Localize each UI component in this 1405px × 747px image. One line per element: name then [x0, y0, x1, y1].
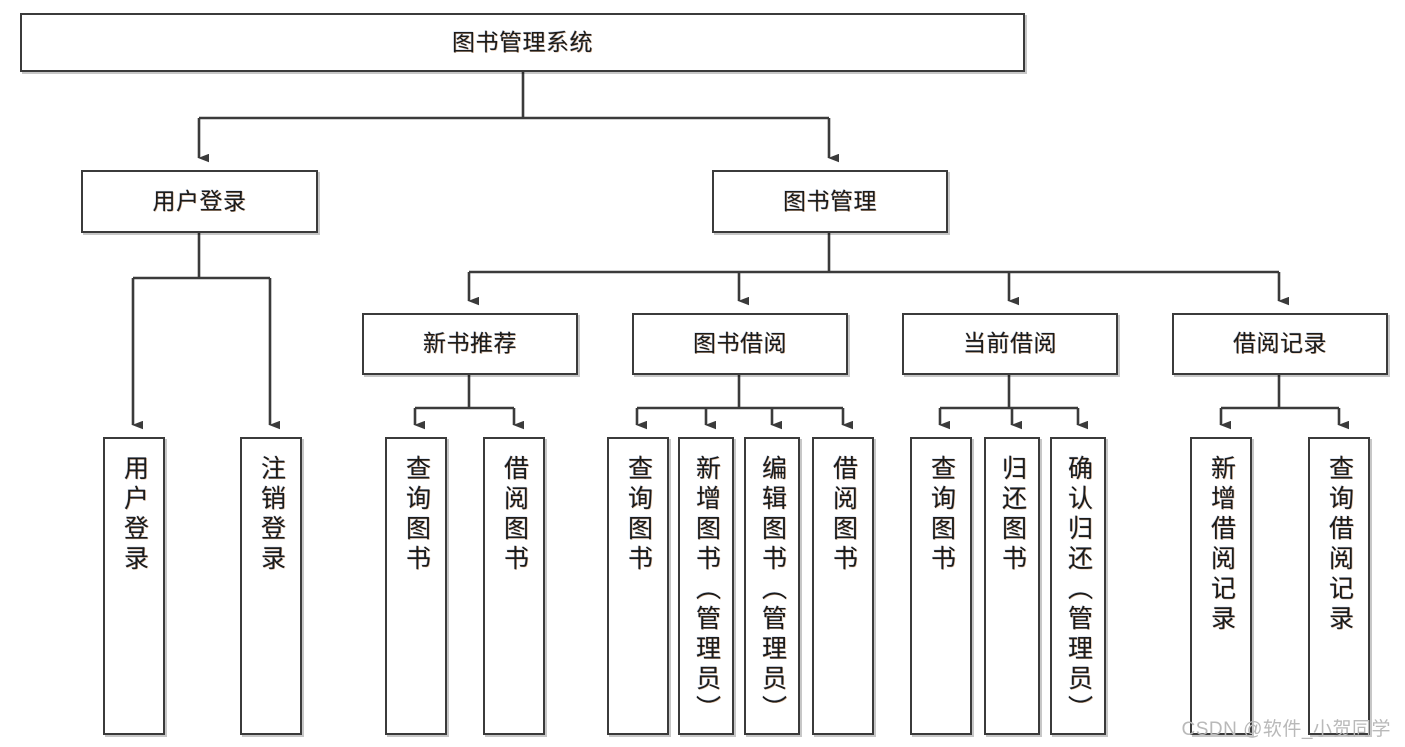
node-current-borrow[interactable]: 当前借阅 — [902, 313, 1118, 375]
node-root-label: 图书管理系统 — [452, 28, 593, 55]
node-leaf-query-record-label: 查询借阅记录 — [1325, 455, 1354, 635]
node-new-book-recommend-label: 新书推荐 — [423, 330, 517, 357]
node-leaf-borrow-book-2-label: 借阅图书 — [829, 455, 858, 575]
node-user-login-label: 用户登录 — [152, 187, 247, 214]
node-leaf-add-record[interactable]: 新增借阅记录 — [1190, 437, 1252, 735]
node-leaf-query-book-2[interactable]: 查询图书 — [607, 437, 669, 735]
node-leaf-add-book-label: 新增图书（管理员） — [692, 455, 721, 725]
node-current-borrow-label: 当前借阅 — [963, 330, 1057, 357]
node-leaf-borrow-book-1[interactable]: 借阅图书 — [483, 437, 545, 735]
node-root[interactable]: 图书管理系统 — [20, 13, 1025, 72]
node-book-borrow-label: 图书借阅 — [693, 330, 787, 357]
node-leaf-edit-book-label: 编辑图书（管理员） — [758, 455, 787, 725]
node-leaf-user-logout[interactable]: 注销登录 — [240, 437, 302, 735]
node-leaf-query-book-3[interactable]: 查询图书 — [910, 437, 972, 735]
node-book-borrow[interactable]: 图书借阅 — [632, 313, 848, 375]
node-leaf-borrow-book-2[interactable]: 借阅图书 — [812, 437, 874, 735]
node-leaf-confirm-return-label: 确认归还（管理员） — [1064, 455, 1093, 725]
node-leaf-query-book-1[interactable]: 查询图书 — [385, 437, 447, 735]
node-leaf-query-record[interactable]: 查询借阅记录 — [1308, 437, 1370, 735]
node-book-manage-label: 图书管理 — [783, 187, 877, 214]
node-user-login[interactable]: 用户登录 — [81, 170, 318, 233]
node-book-manage[interactable]: 图书管理 — [712, 170, 948, 233]
node-leaf-borrow-book-1-label: 借阅图书 — [500, 455, 529, 575]
node-leaf-confirm-return[interactable]: 确认归还（管理员） — [1050, 437, 1106, 735]
node-leaf-edit-book[interactable]: 编辑图书（管理员） — [744, 437, 800, 735]
node-leaf-user-login-label: 用户登录 — [120, 455, 149, 575]
node-leaf-return-book-label: 归还图书 — [998, 455, 1027, 575]
node-leaf-query-book-3-label: 查询图书 — [927, 455, 956, 575]
node-leaf-user-login[interactable]: 用户登录 — [103, 437, 165, 735]
node-leaf-return-book[interactable]: 归还图书 — [984, 437, 1040, 735]
watermark: CSDN @软件_小贺同学 — [1181, 719, 1391, 740]
node-leaf-query-book-2-label: 查询图书 — [624, 455, 653, 575]
node-leaf-user-logout-label: 注销登录 — [257, 455, 286, 575]
node-leaf-add-record-label: 新增借阅记录 — [1207, 455, 1236, 635]
node-borrow-record-label: 借阅记录 — [1233, 330, 1327, 357]
node-borrow-record[interactable]: 借阅记录 — [1172, 313, 1388, 375]
node-leaf-query-book-1-label: 查询图书 — [402, 455, 431, 575]
node-new-book-recommend[interactable]: 新书推荐 — [362, 313, 578, 375]
node-leaf-add-book[interactable]: 新增图书（管理员） — [678, 437, 734, 735]
